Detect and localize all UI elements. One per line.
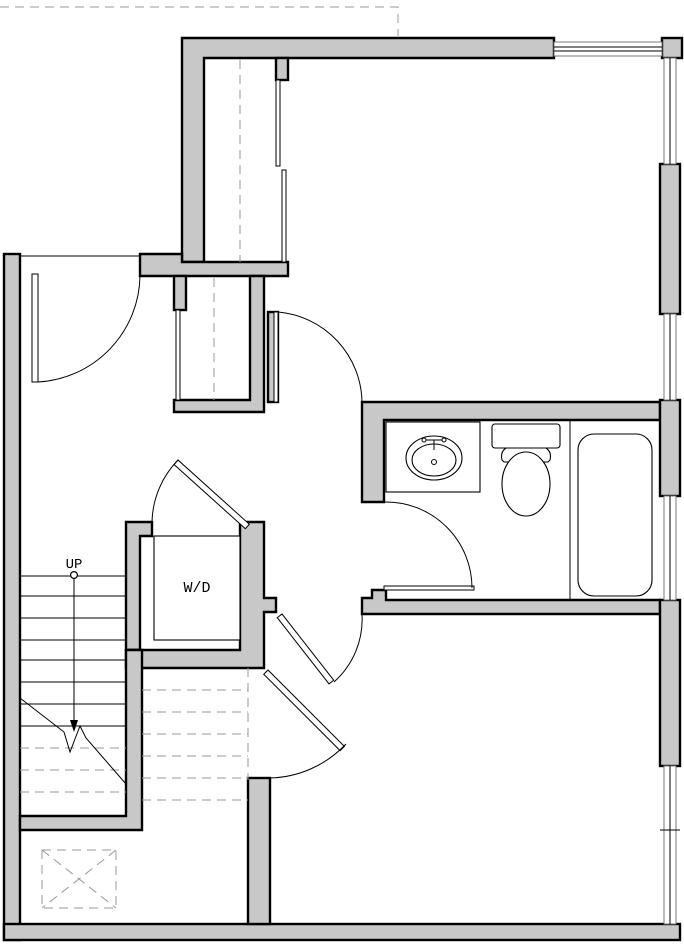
wd-label: W/D xyxy=(183,580,210,597)
skylight-icon xyxy=(41,849,117,909)
stair-treads xyxy=(20,575,126,793)
slider-upper-a xyxy=(275,79,281,167)
wall-door-stop xyxy=(274,56,290,82)
wall-north-upper xyxy=(180,36,556,264)
lower-door-swing xyxy=(269,743,347,779)
wall-east-pier-3 xyxy=(658,598,682,768)
wall-east-pier-2 xyxy=(658,398,682,498)
entry-door-swing xyxy=(37,275,141,383)
bath-door-swing xyxy=(383,501,473,589)
bedroom1-door-swing xyxy=(277,311,363,403)
windows xyxy=(553,41,680,925)
bedroom1-door-leaf xyxy=(273,311,279,403)
slider-upper-b xyxy=(281,169,287,263)
doors xyxy=(20,60,475,779)
overhead-outline xyxy=(0,6,399,36)
wall-jog xyxy=(138,252,290,278)
wall-closet-right xyxy=(172,274,266,414)
stair: UP xyxy=(19,557,127,793)
hall-door-swing xyxy=(333,613,363,683)
bathtub-icon xyxy=(569,420,653,600)
overhead-dashed-lines xyxy=(142,668,249,801)
wd-bifold-leaf xyxy=(173,459,251,530)
toilet-icon xyxy=(491,423,561,517)
stair-origin-marker xyxy=(69,570,78,579)
bath-door-leaf xyxy=(383,585,475,591)
wall-west xyxy=(2,252,22,942)
stair-arrow-head xyxy=(70,720,78,732)
wall-wd-left xyxy=(124,520,154,652)
wall-closet-stub xyxy=(172,274,188,312)
wall-stair-enclosure xyxy=(18,648,144,832)
wall-corner-post xyxy=(660,36,684,60)
washer-dryer-unit xyxy=(153,535,241,641)
slider-lower-a xyxy=(175,309,181,401)
wd-bifold-swing xyxy=(151,459,179,523)
stair-break-line xyxy=(19,697,127,785)
window-north xyxy=(553,41,663,57)
wall-south xyxy=(2,922,682,942)
stair-up-label: UP xyxy=(66,557,83,573)
wall-east-pier-1 xyxy=(658,162,682,316)
wall-south-stub xyxy=(246,776,272,926)
walls xyxy=(2,36,684,942)
sink-icon xyxy=(385,421,481,493)
wall-bath-south xyxy=(360,588,662,616)
hall-door-leaf xyxy=(276,613,335,685)
lower-door-leaf xyxy=(263,669,346,752)
entry-door-leaf xyxy=(31,273,39,383)
